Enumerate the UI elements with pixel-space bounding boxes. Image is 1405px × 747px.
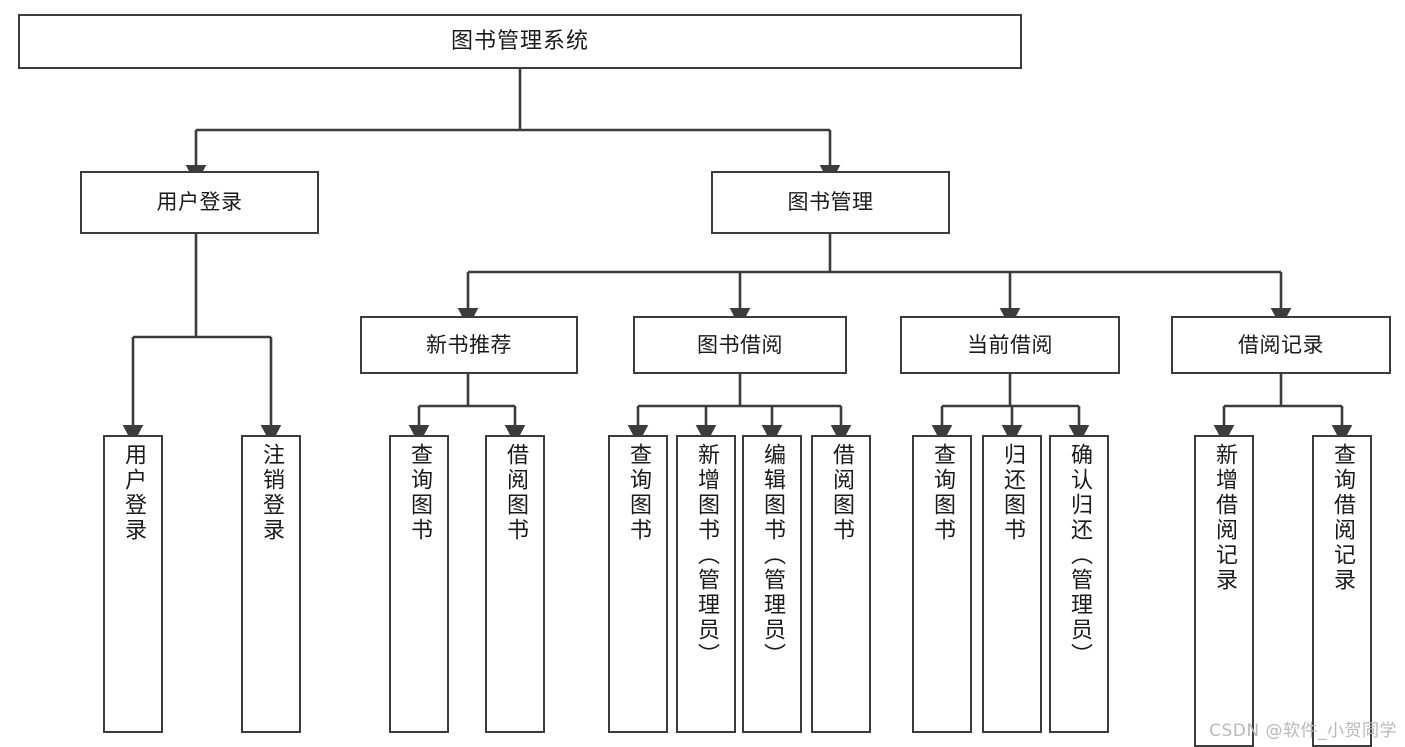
node-label: 查询图书: [626, 443, 651, 543]
node-label: 图书借阅: [697, 332, 783, 357]
node-leaf-borrow-book-2[interactable]: 借阅图书: [811, 435, 871, 733]
node-leaf-add-book[interactable]: 新增图书（管理员）: [676, 435, 736, 733]
node-leaf-query-book-3[interactable]: 查询图书: [912, 435, 972, 733]
node-label: 确认归还（管理员）: [1067, 443, 1092, 668]
node-label: 图书管理系统: [450, 28, 589, 54]
node-label: 新增图书（管理员）: [694, 443, 719, 668]
node-label: 归还图书: [1000, 443, 1025, 543]
node-label: 新增借阅记录: [1212, 443, 1237, 593]
node-label: 注销登录: [259, 443, 284, 543]
node-leaf-query-book-2[interactable]: 查询图书: [608, 435, 668, 733]
node-new-book-recommend[interactable]: 新书推荐: [360, 316, 578, 374]
node-leaf-confirm-return[interactable]: 确认归还（管理员）: [1049, 435, 1109, 733]
node-label: 当前借阅: [967, 332, 1053, 357]
node-leaf-query-book-1[interactable]: 查询图书: [389, 435, 449, 733]
node-label: 用户登录: [121, 443, 146, 543]
node-book-management-system[interactable]: 图书管理系统: [18, 14, 1022, 69]
node-leaf-logout-login[interactable]: 注销登录: [241, 435, 301, 733]
node-label: 编辑图书（管理员）: [760, 443, 785, 668]
node-leaf-borrow-book-1[interactable]: 借阅图书: [485, 435, 545, 733]
node-label: 查询借阅记录: [1330, 443, 1355, 593]
node-label: 借阅图书: [829, 443, 854, 543]
node-label: 借阅图书: [503, 443, 528, 543]
node-leaf-edit-book[interactable]: 编辑图书（管理员）: [742, 435, 802, 733]
csdn-watermark: CSDN @软件_小贺同学: [1209, 721, 1397, 741]
node-label: 图书管理: [787, 190, 874, 215]
node-leaf-query-borrow-record[interactable]: 查询借阅记录: [1312, 435, 1372, 747]
node-label: 查询图书: [407, 443, 432, 543]
node-leaf-return-book[interactable]: 归还图书: [982, 435, 1042, 733]
node-borrow-record[interactable]: 借阅记录: [1171, 316, 1391, 374]
node-leaf-user-login[interactable]: 用户登录: [103, 435, 163, 733]
node-user-login[interactable]: 用户登录: [80, 171, 319, 234]
node-current-borrow[interactable]: 当前借阅: [900, 316, 1120, 374]
node-label: 借阅记录: [1238, 332, 1324, 357]
node-label: 新书推荐: [426, 332, 512, 357]
node-leaf-add-borrow-record[interactable]: 新增借阅记录: [1194, 435, 1254, 747]
node-book-borrow[interactable]: 图书借阅: [633, 316, 847, 374]
node-label: 用户登录: [156, 190, 243, 215]
node-book-manage[interactable]: 图书管理: [711, 171, 950, 234]
node-label: 查询图书: [930, 443, 955, 543]
